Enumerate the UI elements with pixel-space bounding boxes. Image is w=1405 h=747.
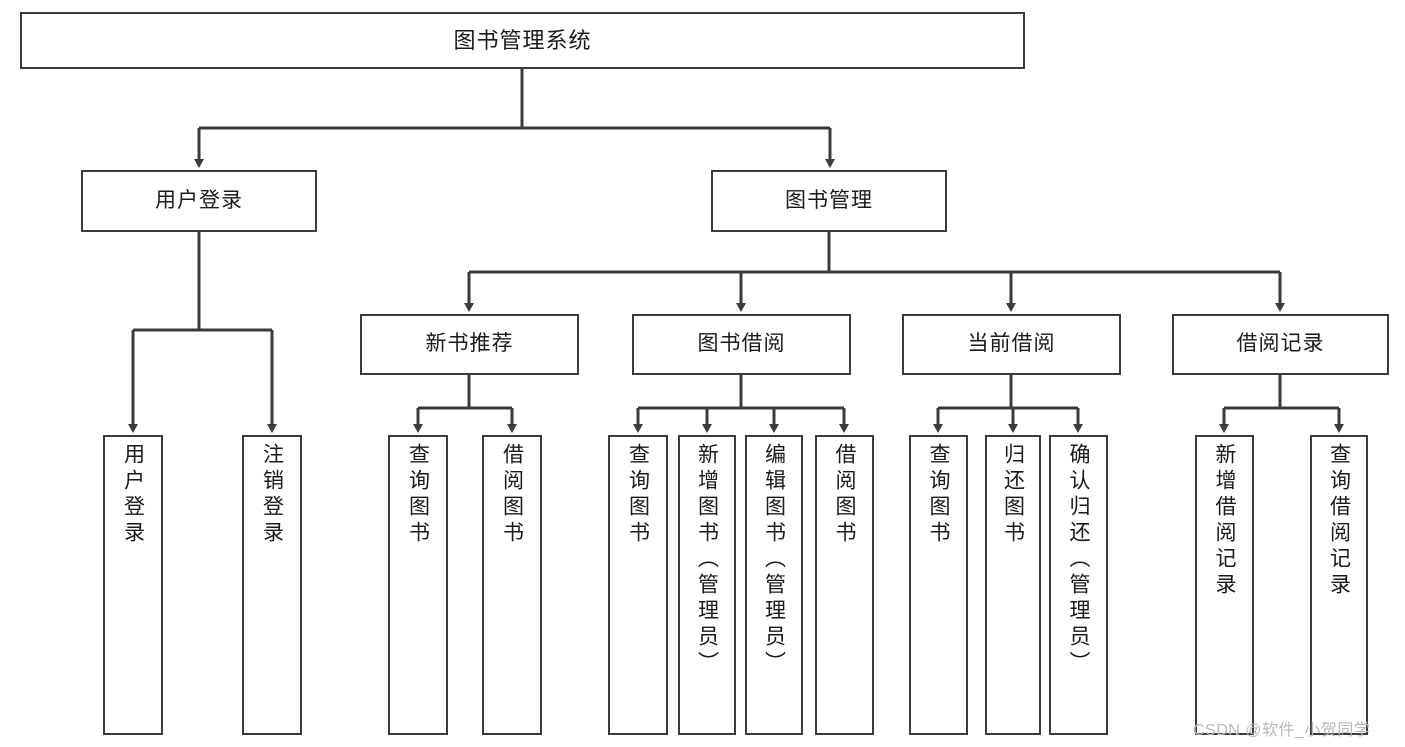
node-leaf-return-book-label: 归还图书 xyxy=(1001,443,1025,547)
node-new-book-recommend[interactable]: 新书推荐 xyxy=(360,314,579,375)
node-leaf-query-borrow-record-label: 查询借阅记录 xyxy=(1327,443,1351,599)
node-leaf-user-login[interactable]: 用户登录 xyxy=(103,435,163,735)
csdn-watermark: CSDN @软件_小贺同学 xyxy=(1193,722,1371,739)
node-leaf-logout-login-label: 注销登录 xyxy=(260,443,284,547)
node-leaf-add-book-admin-label: 新增图书（管理员） xyxy=(695,443,719,677)
node-leaf-query-book-2[interactable]: 查询图书 xyxy=(608,435,668,735)
node-leaf-add-borrow-record-label: 新增借阅记录 xyxy=(1213,443,1236,599)
node-leaf-add-borrow-record[interactable]: 新增借阅记录 xyxy=(1195,435,1254,735)
node-leaf-return-book[interactable]: 归还图书 xyxy=(985,435,1041,735)
node-borrow-record[interactable]: 借阅记录 xyxy=(1172,314,1389,375)
node-book-manage[interactable]: 图书管理 xyxy=(711,170,947,232)
node-leaf-confirm-return-label: 确认归还（管理员） xyxy=(1067,443,1090,677)
node-leaf-add-book-admin[interactable]: 新增图书（管理员） xyxy=(678,435,736,735)
node-leaf-query-book-3-label: 查询图书 xyxy=(927,443,950,547)
node-borrow-record-label: 借阅记录 xyxy=(1236,332,1325,356)
node-leaf-logout-login[interactable]: 注销登录 xyxy=(242,435,302,735)
node-leaf-borrow-book-2[interactable]: 借阅图书 xyxy=(815,435,874,735)
node-leaf-query-book-1-label: 查询图书 xyxy=(406,443,430,547)
node-leaf-query-borrow-record[interactable]: 查询借阅记录 xyxy=(1310,435,1368,735)
node-leaf-query-book-3[interactable]: 查询图书 xyxy=(909,435,968,735)
node-current-borrow[interactable]: 当前借阅 xyxy=(902,314,1121,375)
node-leaf-borrow-book-2-label: 借阅图书 xyxy=(833,443,856,547)
node-leaf-user-login-label: 用户登录 xyxy=(121,443,145,547)
node-book-borrow-label: 图书借阅 xyxy=(697,332,786,356)
node-leaf-borrow-book-1[interactable]: 借阅图书 xyxy=(482,435,542,735)
node-book-manage-label: 图书管理 xyxy=(785,188,873,212)
node-current-borrow-label: 当前借阅 xyxy=(967,332,1056,356)
node-book-borrow[interactable]: 图书借阅 xyxy=(632,314,851,375)
node-root-label: 图书管理系统 xyxy=(453,27,592,53)
node-leaf-confirm-return[interactable]: 确认归还（管理员） xyxy=(1049,435,1108,735)
node-leaf-edit-book-admin-label: 编辑图书（管理员） xyxy=(762,443,786,677)
node-user-login[interactable]: 用户登录 xyxy=(81,170,317,232)
node-leaf-borrow-book-1-label: 借阅图书 xyxy=(500,443,524,547)
node-leaf-query-book-1[interactable]: 查询图书 xyxy=(388,435,448,735)
node-new-book-recommend-label: 新书推荐 xyxy=(425,332,514,356)
node-root[interactable]: 图书管理系统 xyxy=(20,12,1025,69)
node-leaf-query-book-2-label: 查询图书 xyxy=(626,443,650,547)
node-user-login-label: 用户登录 xyxy=(155,188,243,212)
node-leaf-edit-book-admin[interactable]: 编辑图书（管理员） xyxy=(745,435,803,735)
